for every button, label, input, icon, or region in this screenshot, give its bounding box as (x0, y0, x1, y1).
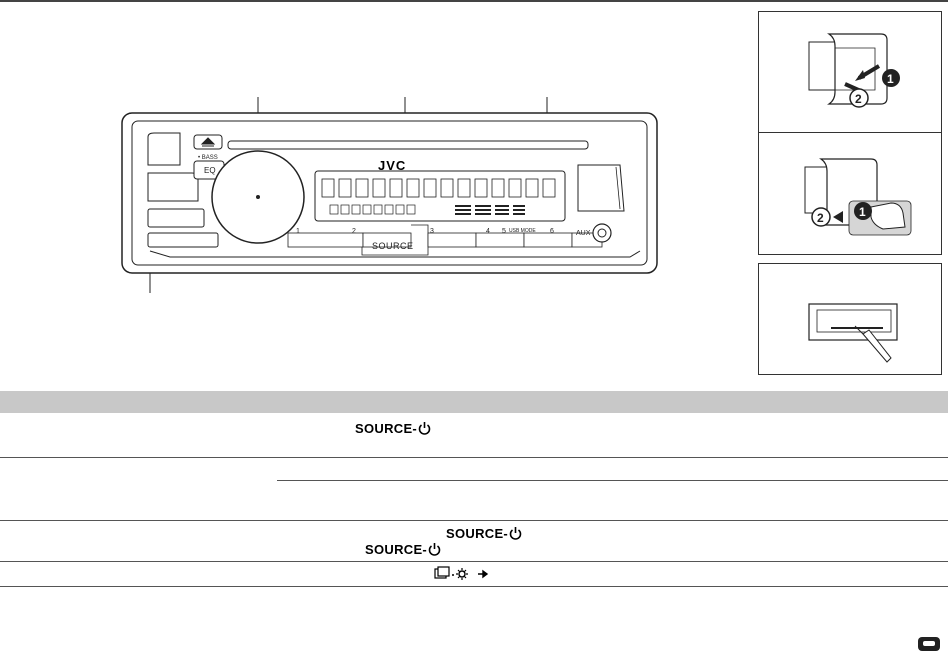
svg-text:1: 1 (859, 205, 866, 219)
preset-1-label: 1 (296, 228, 300, 235)
preset-5-label: 5 (502, 228, 506, 235)
preset-5-sub-label: USB MODE (509, 228, 536, 234)
preset-6-label: 6 (550, 228, 554, 235)
sub-row-rule (277, 480, 948, 481)
faceplate-drawing (121, 97, 658, 293)
panel-detach-faceplate: 1 2 (758, 133, 942, 255)
source-button-label: SOURCE (372, 241, 414, 251)
source-key-text: SOURCE- (446, 526, 522, 541)
display-settings-button-glyph (434, 566, 489, 580)
clean-connector-drawing (808, 303, 898, 363)
source-key-text: SOURCE- (355, 421, 431, 436)
language-tab-badge (918, 637, 940, 651)
attach-faceplate-drawing: 1 2 (808, 33, 900, 108)
power-icon (418, 422, 431, 435)
table-row (0, 458, 948, 521)
table-row: SOURCE- SOURCE- (0, 521, 948, 562)
preset-4-label: 4 (486, 228, 490, 235)
eq-label: EQ (204, 166, 216, 175)
operations-table: SOURCE- SOURCE- SOURCE- (0, 391, 948, 587)
panel-attach-faceplate: 1 2 (758, 11, 942, 133)
panel-clean-connector (758, 263, 942, 375)
brand-logo: JVC (378, 158, 407, 173)
top-rule (0, 0, 948, 2)
bass-label: • BASS (198, 155, 218, 161)
svg-text:2: 2 (855, 92, 862, 106)
preset-3-label: 3 (430, 228, 434, 235)
svg-text:2: 2 (817, 211, 824, 225)
table-header (0, 391, 948, 413)
power-icon (509, 527, 522, 540)
power-icon (428, 543, 441, 556)
faceplate-illustration: JVC EQ • BASS SOURCE AUX 1 2 3 4 5 USB M… (110, 85, 670, 300)
aux-label: AUX (576, 230, 591, 237)
source-key-text: SOURCE- (365, 542, 441, 557)
preset-2-label: 2 (352, 228, 356, 235)
table-row: SOURCE- (0, 413, 948, 458)
detach-faceplate-drawing: 1 2 (804, 158, 912, 236)
svg-text:1: 1 (887, 72, 894, 86)
table-row (0, 562, 948, 587)
